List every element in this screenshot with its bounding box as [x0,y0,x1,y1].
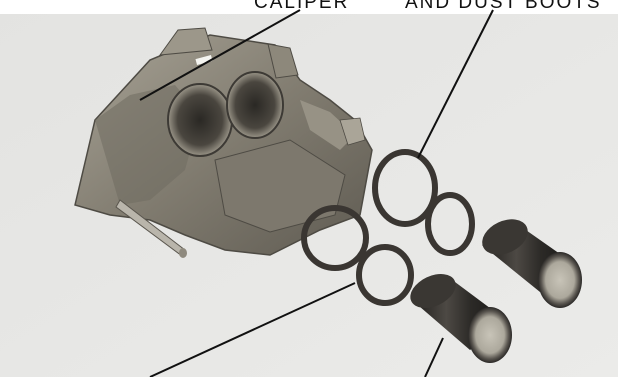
caliper-label: CALIPER [254,0,349,14]
pistons-label: AND DUST BOOTS [405,0,602,14]
